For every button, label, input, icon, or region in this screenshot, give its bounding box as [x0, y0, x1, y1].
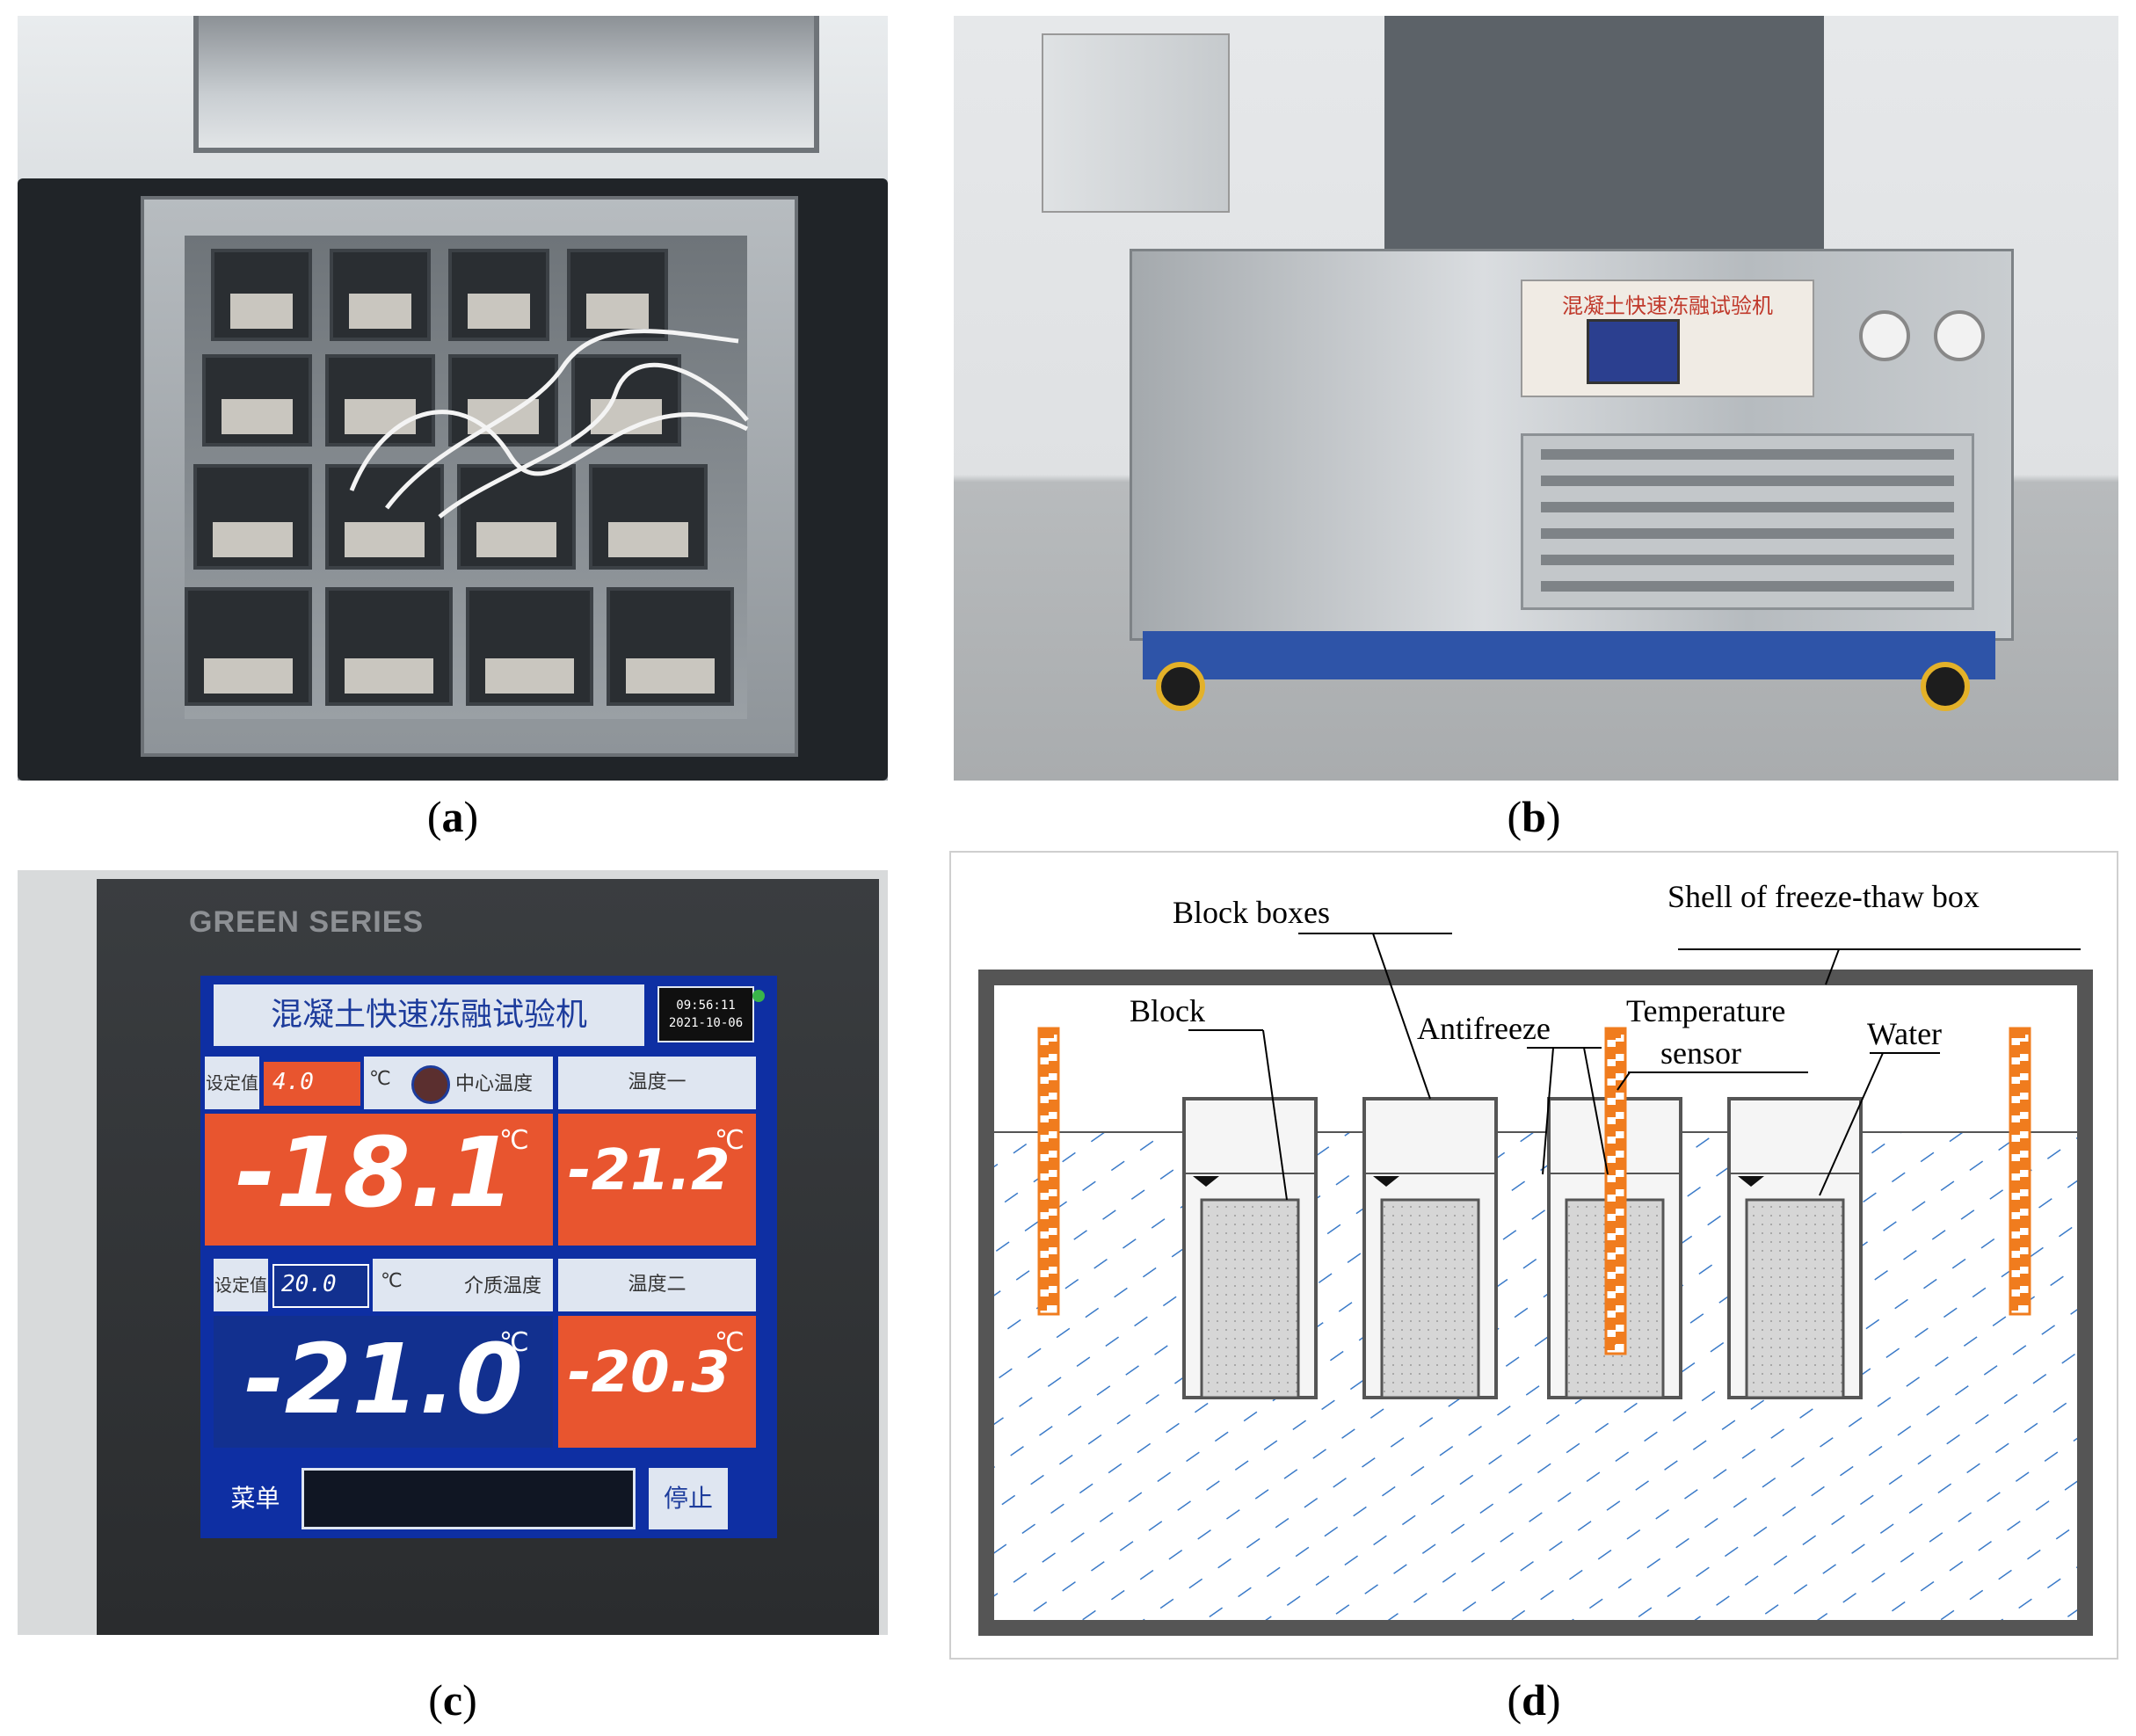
clock-time: 09:56:11 [676, 999, 736, 1013]
temp2-panel [558, 1316, 756, 1448]
block-box-4 [1727, 1097, 1863, 1399]
label-antifreeze: Antifreeze [1417, 1011, 1551, 1046]
temp1-value: -21.2 [568, 1138, 730, 1203]
freezer-lid [193, 16, 819, 153]
medium-temp-label: 介质温度 [464, 1275, 542, 1297]
machine-label: 混凝土快速冻融试验机 [1562, 294, 1773, 318]
block-2 [1380, 1198, 1480, 1399]
background-door [1384, 16, 1824, 253]
center-temp-indicator-icon [411, 1065, 450, 1104]
center-temp-label: 中心温度 [455, 1073, 534, 1095]
block-box [211, 249, 312, 341]
label-sensor: sensor [1660, 1035, 1741, 1071]
water-region [994, 1132, 2077, 1620]
caption-b: (b) [1507, 792, 1561, 841]
ventilation-grille [1521, 433, 1974, 610]
brand-label: GREEN SERIES [189, 905, 425, 939]
temp2-value: -20.3 [568, 1340, 730, 1406]
block-4 [1745, 1198, 1845, 1399]
block-box [567, 249, 668, 341]
pressure-gauge-icon [1934, 310, 1985, 361]
lcd-title: 混凝土快速冻融试验机 [214, 984, 644, 1046]
unit-1: ℃ [499, 1125, 529, 1156]
temperature-sensor-right-icon [2009, 1027, 2031, 1316]
unit-2: ℃ [715, 1125, 745, 1156]
set-row-1-bg [364, 1057, 553, 1109]
label-block-boxes: Block boxes [1173, 895, 1330, 930]
temperature-sensor-middle-icon [1604, 1027, 1627, 1355]
block-1 [1200, 1198, 1300, 1399]
block-box-1 [1182, 1097, 1318, 1399]
set-value-field-2[interactable]: 20.0 [272, 1264, 369, 1308]
photo-open-freezer [18, 16, 888, 781]
center-temp-value: -18.1 [236, 1116, 515, 1229]
message-bar [302, 1468, 636, 1529]
block-box [325, 464, 444, 570]
temperature-sensor-left-icon [1037, 1027, 1060, 1316]
temp2-label: 温度二 [558, 1259, 756, 1311]
unit-4: ℃ [715, 1327, 745, 1358]
machine-screen [1587, 319, 1680, 384]
block-box [325, 587, 453, 706]
unit-3: ℃ [499, 1327, 529, 1358]
status-dot-icon [752, 990, 765, 1002]
photo-freeze-thaw-machine: 混凝土快速冻融试验机 [954, 16, 2118, 781]
medium-temp-panel [214, 1316, 553, 1448]
set-value-field-1[interactable]: 4.0 [264, 1062, 360, 1106]
lcd-display: 混凝土快速冻融试验机 09:56:11 2021-10-06 设定值 4.0 ℃… [200, 976, 777, 1538]
temp1-panel [558, 1114, 756, 1246]
pressure-gauge-icon [1859, 310, 1910, 361]
photo-control-screen: GREEN SERIES 混凝土快速冻融试验机 09:56:11 2021-10… [18, 870, 888, 1635]
machine-base [1143, 631, 1995, 679]
block-box-2 [1362, 1097, 1498, 1399]
temp1-label: 温度一 [558, 1057, 756, 1109]
label-shell: Shell of freeze-thaw box [1667, 879, 1980, 914]
schematic-svg: Block boxes Shell of freeze-thaw box Blo… [978, 879, 2093, 1636]
block-box [202, 354, 312, 447]
caster-wheel-icon [1921, 662, 1970, 711]
set-value-label-1: 设定值 [205, 1057, 259, 1109]
set-value-label-2: 设定值 [214, 1259, 268, 1311]
center-temp-panel [205, 1114, 553, 1246]
caster-wheel-icon [1156, 662, 1205, 711]
block-box [193, 464, 312, 570]
unit-small-1: ℃ [369, 1068, 391, 1090]
clock-date: 2021-10-06 [668, 1016, 744, 1030]
block-box [330, 249, 431, 341]
label-temperature: Temperature [1626, 993, 1785, 1028]
block-box [448, 249, 549, 341]
caption-c: (c) [428, 1675, 477, 1725]
label-water: Water [1867, 1016, 1942, 1051]
stop-button[interactable]: 停止 [649, 1468, 728, 1529]
wall-control-box [1042, 33, 1230, 213]
set-row-2-bg [373, 1259, 553, 1311]
sensor-wires [349, 329, 749, 519]
medium-temp-value: -21.0 [244, 1323, 524, 1435]
block-box [185, 587, 312, 706]
caption-d: (d) [1507, 1675, 1561, 1725]
block-box [466, 587, 593, 706]
freeze-thaw-schematic: Block boxes Shell of freeze-thaw box Blo… [949, 851, 2118, 1660]
freezer-interior [185, 236, 747, 719]
block-box [589, 464, 708, 570]
menu-button[interactable]: 菜单 [230, 1484, 280, 1513]
caption-a: (a) [426, 792, 479, 841]
lcd-clock: 09:56:11 2021-10-06 [658, 986, 754, 1042]
label-block: Block [1130, 993, 1205, 1028]
block-box [607, 587, 734, 706]
unit-small-2: ℃ [381, 1270, 403, 1292]
